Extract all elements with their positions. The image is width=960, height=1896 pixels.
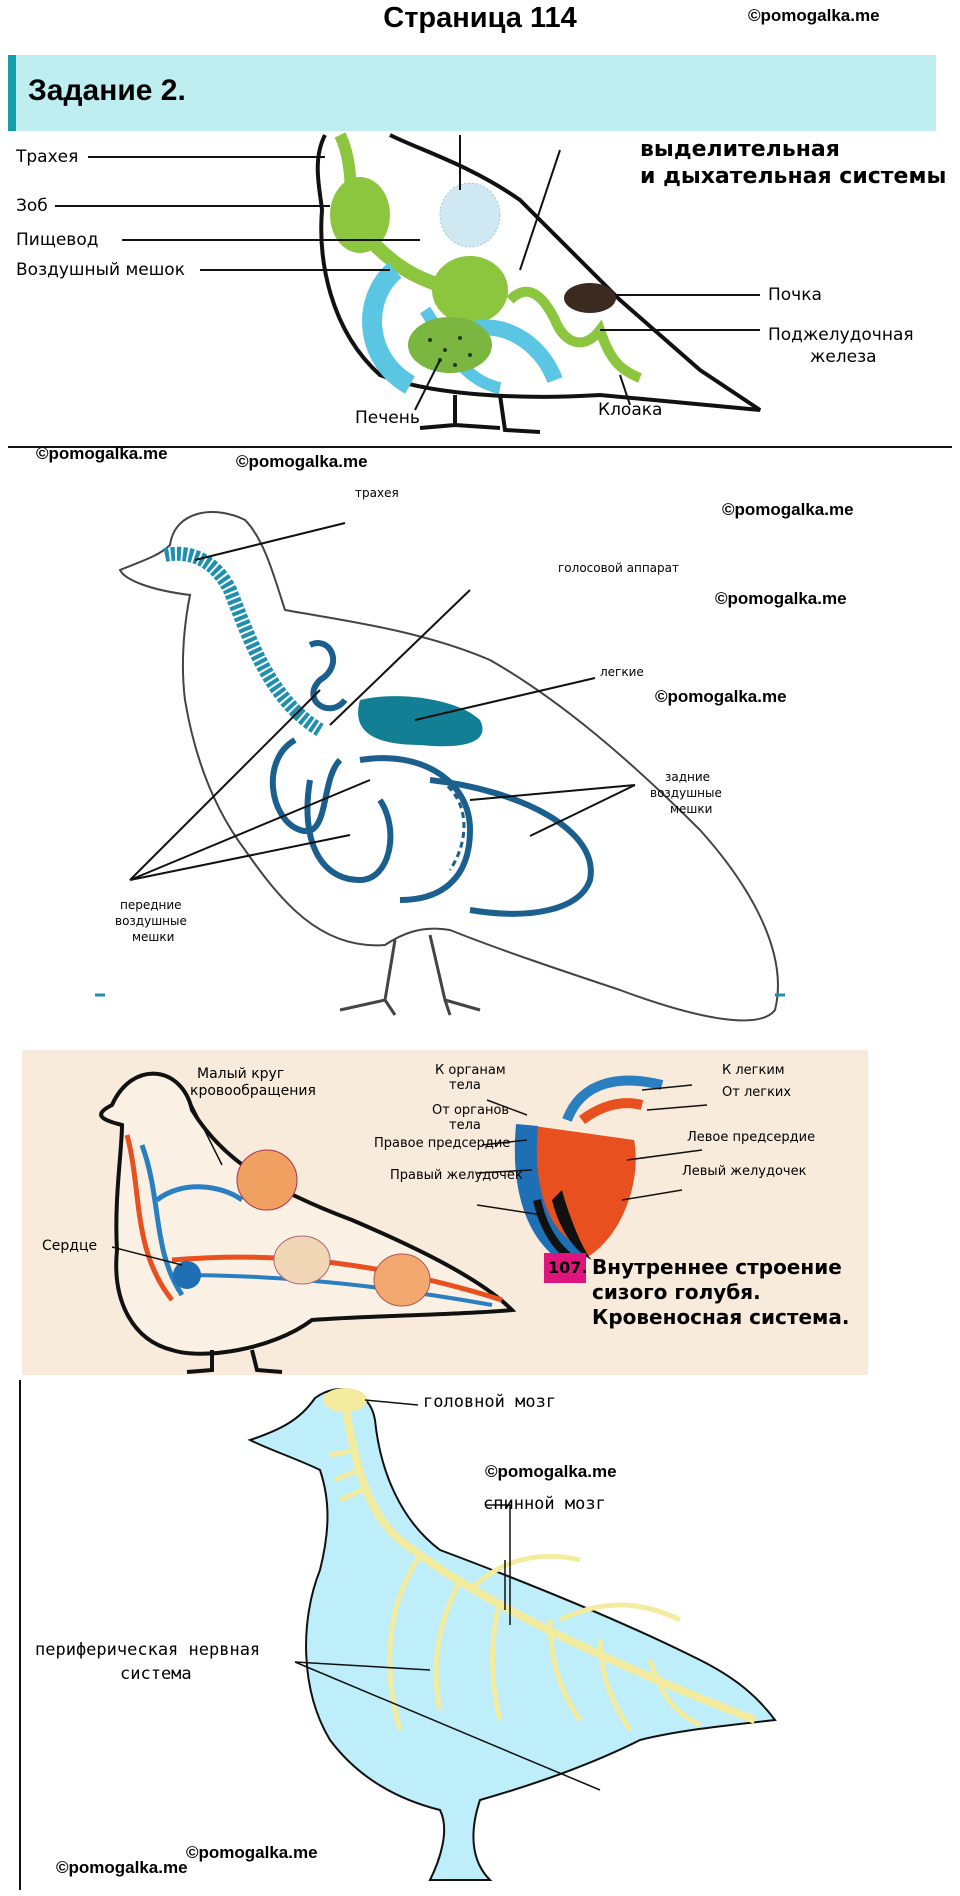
label-peripheral-1: периферическая нервная (35, 1640, 261, 1660)
page-title: Страница 114 (383, 2, 577, 34)
label-spinal-cord: спинной мозг (483, 1494, 606, 1514)
respiratory-drawing (95, 511, 785, 1022)
label-air-sac: Воздушный мешок (16, 260, 185, 280)
label-trachea-1: Трахея (16, 147, 79, 167)
label-rear-sacs-2: воздушные (650, 786, 722, 800)
label-cloaca: Клоака (598, 400, 663, 420)
label-front-sacs-1: передние (120, 898, 182, 912)
label-to-body-2: тела (449, 1078, 481, 1093)
header-watermark: ©pomogalka.me (748, 6, 880, 25)
label-pulmonary-circle-1: Малый круг (197, 1066, 285, 1082)
diagram1-title-1: выделительная (640, 137, 840, 162)
label-pulmonary-circle-2: кровообращения (190, 1083, 316, 1099)
watermark: ©pomogalka.me (715, 589, 847, 608)
task-title: Задание 2. (28, 74, 186, 107)
label-pancreas-2: железа (810, 347, 877, 367)
diagram-circulatory: Малый круг кровообращения Сердце К орган… (22, 1050, 868, 1375)
watermark: ©pomogalka.me (186, 1843, 318, 1862)
label-liver: Печень (355, 408, 420, 428)
label-right-ventricle: Правый желудочек (390, 1168, 523, 1183)
label-peripheral-2: система (120, 1664, 192, 1684)
label-from-body-1: От органов (432, 1103, 510, 1118)
diagram1-title-2: и дыхательная системы (640, 164, 947, 189)
watermark: ©pomogalka.me (722, 500, 854, 519)
caption-line-3: Кровеносная система. (592, 1305, 850, 1329)
label-to-body-1: К органам (435, 1063, 506, 1078)
watermark: ©pomogalka.me (655, 687, 787, 706)
label-rear-sacs-1: задние (665, 770, 711, 784)
label-from-lungs: От легких (722, 1085, 792, 1100)
task-banner: Задание 2. (8, 55, 936, 131)
label-voice-box: голосовой аппарат (558, 561, 679, 575)
label-brain: головной мозг (423, 1392, 557, 1412)
caption-line-2: сизого голубя. (592, 1280, 761, 1304)
label-left-ventricle: Левый желудочек (682, 1164, 807, 1179)
label-esophagus: Пищевод (16, 230, 99, 250)
caption-line-1: Внутреннее строение (592, 1255, 842, 1279)
watermark: ©pomogalka.me (36, 444, 168, 463)
watermark: ©pomogalka.me (236, 452, 368, 471)
label-lungs: легкие (600, 665, 644, 679)
label-left-atrium: Левое предсердие (687, 1130, 816, 1145)
label-front-sacs-3: мешки (132, 930, 175, 944)
figure-number: 107. (548, 1258, 588, 1277)
label-front-sacs-2: воздушные (115, 914, 187, 928)
label-trachea-2: трахея (355, 486, 399, 500)
label-right-atrium: Правое предсердие (374, 1136, 511, 1151)
section-divider (8, 446, 952, 448)
label-from-body-2: тела (449, 1118, 481, 1133)
digestive-drawing (55, 132, 762, 434)
watermark: ©pomogalka.me (56, 1858, 188, 1877)
label-crop: Зоб (16, 196, 48, 216)
watermark: ©pomogalka.me (485, 1462, 617, 1481)
circulatory-drawing (99, 1071, 708, 1374)
label-rear-sacs-3: мешки (670, 802, 713, 816)
label-to-lungs: К легким (722, 1063, 785, 1078)
label-pancreas-1: Поджелудочная (768, 325, 914, 345)
label-kidney: Почка (768, 285, 822, 305)
label-heart: Сердце (42, 1238, 98, 1254)
